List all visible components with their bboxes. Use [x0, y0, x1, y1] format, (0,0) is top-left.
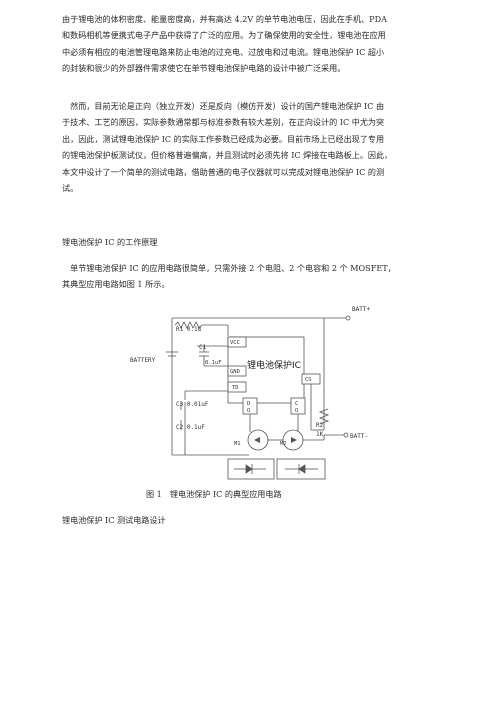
batt-plus-label: BATT+: [352, 306, 370, 313]
c-pin-label: C: [295, 401, 298, 407]
battery-label: BATTERY: [130, 357, 156, 364]
d-pin-label: D: [247, 401, 250, 407]
background-paragraph: 然而，目前无论是正向（独立开发）还是反向（模仿开发）设计的国产锂电池保护 IC …: [62, 98, 434, 196]
figure-caption: 图 1 锂电池保护 IC 的典型应用电路: [146, 489, 282, 499]
text-line: 由于锂电池的体积密度、能量密度高，并有高达 4.2V 的单节电池电压，因此在手机…: [62, 14, 387, 24]
c1-label: C1: [199, 344, 207, 351]
text-line: 其典型应用电路如图 1 所示。: [62, 279, 170, 290]
cs-pin-label: CS: [305, 377, 312, 383]
o2-pin-label: O: [295, 408, 298, 414]
c3-label: C3 0.01uF: [176, 401, 209, 408]
o-pin-label: O: [247, 408, 250, 414]
section-heading-test-circuit: 锂电池保护 IC 测试电路设计: [62, 515, 166, 525]
r1-label: R1 0.18: [176, 326, 202, 333]
text-line: 的封装和很少的外部器件需求使它在单节锂电池保护电路的设计中被广泛采用。: [62, 63, 346, 74]
r2-value-label: 1K: [316, 431, 324, 438]
text-line: 于技术、工艺的原因，实际参数通常都与标准参数有较大差别，在正向设计的 IC 中尤…: [62, 117, 385, 128]
text-line: 中必须有相应的电池管理电路来防止电池的过充电、过放电和过电流。锂电池保护 IC …: [62, 46, 385, 57]
text-line: 的锂电池保护板测试仪，但价格普遍偏高，并且测试时必须先将 IC 焊接在电路板上。…: [62, 150, 393, 161]
application-paragraph: 单节锂电池保护 IC 的应用电路很简单，只需外接 2 个电阻、2 个电容和 2 …: [62, 260, 434, 293]
text-line: 试。: [62, 183, 79, 194]
gnd-pin-label: GND: [230, 369, 240, 375]
r2-label: R2: [316, 422, 324, 429]
vcc-pin-label: VCC: [230, 340, 240, 346]
text-line: 然而，目前无论是正向（独立开发）还是反向（模仿开发）设计的国产锂电池保护 IC …: [62, 101, 385, 111]
section-heading-working-principle: 锂电池保护 IC 的工作原理: [62, 237, 158, 247]
m2-label: M2: [280, 441, 287, 447]
c1-value-label: 0.1uF: [205, 360, 222, 366]
batt-minus-label: BATT-: [350, 433, 368, 440]
text-line: 本文中设计了一个简单的测试电路，借助普通的电子仪器就可以完成对锂电池保护 IC …: [62, 166, 385, 177]
text-line: 单节锂电池保护 IC 的应用电路很简单，只需外接 2 个电阻、2 个电容和 2 …: [62, 263, 396, 273]
ic-title: 锂电池保护IC: [247, 359, 301, 371]
text-line: 出，因此，测试锂电池保护 IC 的实际工作参数已经成为必要。目前市场上已经出现了…: [62, 133, 385, 144]
m1-label: M1: [234, 441, 241, 447]
td-pin-label: TD: [232, 385, 239, 391]
c2-label: C2 0.1uF: [176, 424, 205, 431]
intro-paragraph: 由于锂电池的体积密度、能量密度高，并有高达 4.2V 的单节电池电压，因此在手机…: [62, 11, 434, 77]
text-line: 和数码相机等便携式电子产品中获得了广泛的应用。为了确保使用的安全性，锂电池在应用: [62, 30, 386, 41]
